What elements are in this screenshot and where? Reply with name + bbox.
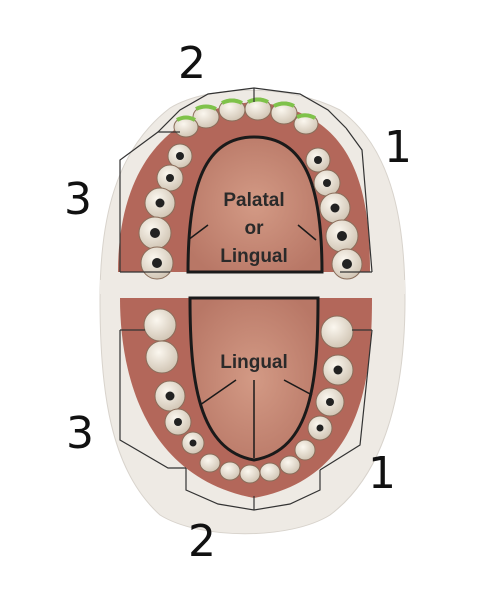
upper-region-outlines [119, 87, 373, 273]
incisor-highlight [221, 98, 243, 105]
incisor-highlight [247, 97, 269, 104]
lingual-pointer-left [199, 379, 237, 406]
lower-right-teeth [294, 315, 354, 461]
incisor-highlight [273, 101, 295, 108]
incisor-highlight [176, 115, 196, 122]
upper-left-teeth [138, 143, 193, 280]
incisor-highlight [296, 113, 316, 120]
arch-divider [100, 280, 405, 294]
upper-arch: Palatal or Lingual [118, 87, 373, 280]
upper-palate [186, 135, 324, 274]
lower-tongue [188, 296, 320, 462]
lower-region-label: Lingual [220, 352, 288, 373]
incisor-highlight [195, 104, 217, 111]
lower-region-outlines [119, 329, 373, 511]
upper-region-label-line2: or [245, 218, 265, 239]
annotation-upper-left: 3 [64, 174, 92, 225]
annotation-lower-left: 3 [66, 408, 94, 459]
lower-arch: Lingual [119, 296, 373, 511]
palatal-pointer-right [297, 224, 317, 241]
lower-incisors [199, 453, 301, 484]
upper-region-label-line1: Palatal [223, 190, 284, 211]
annotation-lower-right: 1 [368, 448, 396, 499]
upper-region-label-line3: Lingual [220, 246, 288, 267]
annotation-top-center: 2 [178, 38, 206, 89]
palatal-pointer-left [187, 224, 209, 241]
annotation-bottom-center: 2 [188, 516, 216, 567]
annotation-upper-right: 1 [384, 122, 412, 173]
upper-right-teeth [305, 147, 363, 280]
lower-left-teeth [143, 308, 205, 455]
upper-incisors [173, 97, 319, 138]
lingual-pointer-right [283, 379, 313, 396]
